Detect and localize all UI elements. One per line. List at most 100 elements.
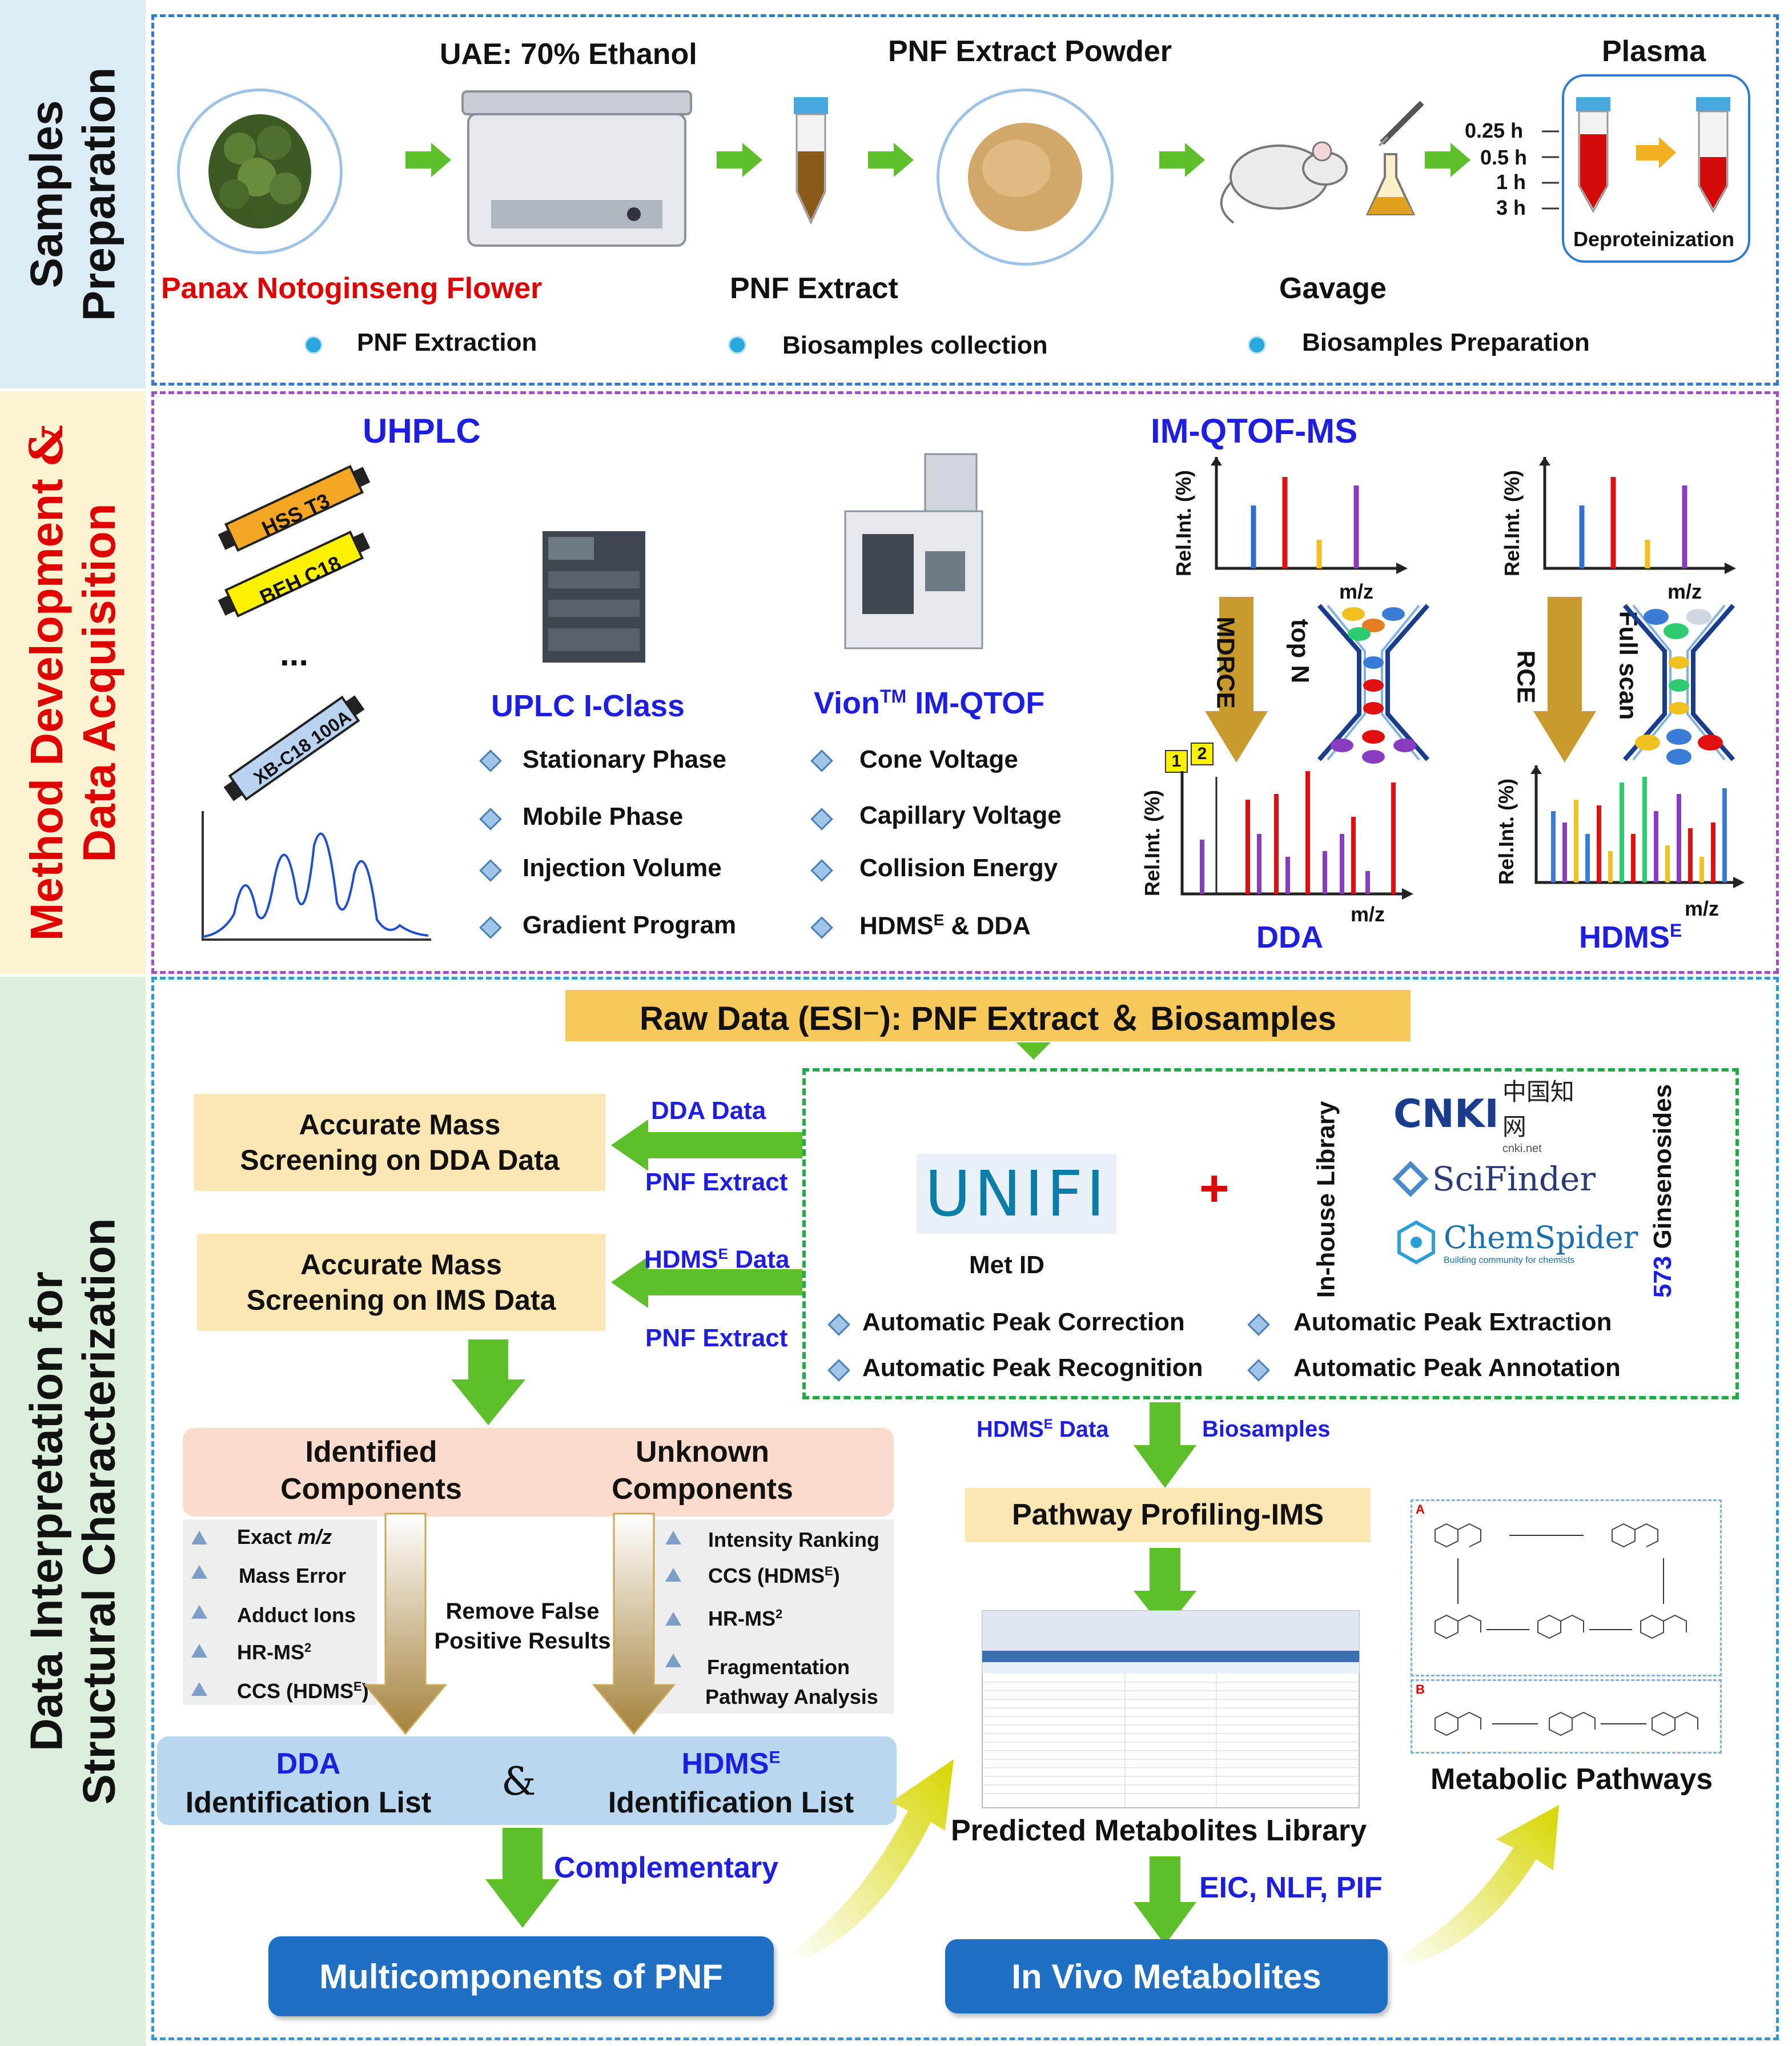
uplc-param: Stationary Phase: [523, 745, 727, 773]
ion-mobility-cell-right: [1622, 604, 1735, 765]
arrow-down-icon: [363, 1513, 448, 1735]
pathway-structures-icon: [1435, 1523, 1687, 1639]
raw-data-banner: Raw Data (ESI⁻): PNF Extract ＆ Biosample…: [565, 990, 1411, 1041]
identification-list-bar: [157, 1736, 897, 1825]
column-xb-c18-icon: [223, 695, 365, 801]
flower-label: Panax Notoginseng Flower: [161, 272, 543, 305]
time-point: 0.25 h: [1465, 119, 1524, 142]
criterion-hrms2: HR-MS2: [708, 1607, 783, 1630]
vion-title: VionTM IM-QTOF: [814, 686, 1045, 720]
powder-image-circle: [937, 89, 1114, 266]
imqtof-title: IM-QTOF-MS: [1151, 412, 1358, 450]
vion-param: Cone Voltage: [859, 745, 1018, 773]
extract-label: PNF Extract: [730, 272, 898, 305]
uplc-instrument-icon: [543, 531, 645, 663]
pnf-extract-label: PNF Extract: [645, 1168, 788, 1196]
arrow-right-icon: [1425, 143, 1470, 177]
identified-criteria-panel: [183, 1519, 377, 1705]
triangle-bullet-icon: [191, 1644, 207, 1658]
sidebar-title-line: Method Development: [21, 478, 73, 941]
multicomponents-button[interactable]: Multicomponents of PNF: [268, 1936, 774, 2016]
sidebar-title-line: Data Acquisition: [74, 503, 125, 862]
bullet-biosamples-preparation: Biosamples Preparation: [1302, 328, 1590, 356]
vion-param: Capillary Voltage: [859, 801, 1062, 829]
panel-method-development: [151, 391, 1779, 974]
triangle-bullet-icon: [191, 1565, 207, 1579]
uae-label: UAE: 70% Ethanol: [440, 38, 697, 71]
flower-image-circle: [177, 89, 343, 254]
deproteinization-label: Deproteinization: [1573, 227, 1735, 251]
mouse-icon: [1220, 141, 1348, 224]
pathway-image-a: A: [1411, 1499, 1722, 1676]
time-bracket: [1542, 130, 1559, 210]
sidebar-title-line: Structural Characterization: [73, 1218, 124, 1805]
spreadsheet-image: [982, 1610, 1360, 1808]
axis-label-x: m/z: [1351, 902, 1385, 926]
bullet-dot-icon: [728, 336, 746, 354]
hdmse-data-label: HDMSE Data: [977, 1417, 1109, 1442]
arrow-right-icon: [717, 143, 762, 177]
met-id-label: Met ID: [969, 1251, 1044, 1279]
axis-label-y: Rel.Int. (%): [1500, 470, 1524, 576]
auto-peak-extraction: Automatic Peak Extraction: [1293, 1308, 1612, 1336]
arrow-down-icon: [1134, 1856, 1196, 1945]
scifinder-icon: [1392, 1161, 1429, 1197]
arrow-down-icon: [1533, 597, 1596, 763]
uhplc-title: UHPLC: [363, 412, 481, 450]
in-vivo-metabolites-button[interactable]: In Vivo Metabolites: [945, 1939, 1388, 2013]
criterion-mass-error: Mass Error: [239, 1564, 347, 1587]
arrow-left-icon: [611, 1120, 802, 1171]
inhouse-library-label: In-house Library: [1312, 1101, 1340, 1298]
unknown-criteria-panel: [642, 1519, 894, 1714]
sidebar-ampersand: &: [19, 424, 74, 466]
triangle-bullet-icon: [665, 1531, 681, 1544]
triangle-bullet-icon: [191, 1682, 207, 1696]
arrow-right-icon: [1159, 143, 1205, 177]
pathway-profiling-box: Pathway Profiling-IMS: [965, 1488, 1371, 1542]
arrow-down-icon: [451, 1339, 525, 1425]
sidebar-title-line: Preparation: [73, 67, 124, 322]
criterion-ccs: CCS (HDMSE): [708, 1564, 840, 1587]
arrow-right-icon: [868, 143, 914, 177]
sidebar-samples-preparation: Samples Preparation: [0, 0, 146, 388]
curved-arrow-icon: [788, 1759, 954, 1959]
sidebar-data-interpretation: Data Interpretation for Structural Chara…: [0, 977, 146, 2046]
plasma-tube-icon: [1696, 97, 1730, 214]
ion-mobility-cell-left: [1317, 604, 1430, 764]
chemspider-icon: [1397, 1220, 1435, 1265]
time-point: 0.5 h: [1480, 146, 1528, 169]
triangle-bullet-icon: [665, 1568, 681, 1582]
criterion-pathway-analysis: Pathway Analysis: [705, 1685, 878, 1708]
vion-instrument-icon: [844, 453, 983, 649]
plus-icon: +: [1199, 1160, 1230, 1217]
bullet-dot-icon: [304, 336, 323, 354]
time-point: 1 h: [1496, 170, 1526, 194]
arrow-down-icon: [1134, 1402, 1196, 1488]
flask-icon: [1365, 153, 1416, 215]
curved-arrow-icon: [1393, 1805, 1559, 1965]
sidebar-title-line: Data Interpretation for: [21, 1271, 72, 1752]
bullet-dot-icon: [1248, 336, 1266, 354]
triangle-bullet-icon: [665, 1612, 681, 1626]
ampersand: &: [501, 1759, 536, 1804]
triangle-bullet-icon: [191, 1605, 207, 1619]
auto-peak-recognition: Automatic Peak Recognition: [862, 1354, 1203, 1382]
auto-peak-annotation: Automatic Peak Annotation: [1293, 1354, 1621, 1382]
ginsenosides-label: 573 Ginsenosides: [1649, 1084, 1677, 1298]
sidebar-method-development: Method Development & Data Acquisition: [0, 391, 146, 974]
triangle-bullet-icon: [665, 1654, 681, 1667]
column-hss-t3-icon: [218, 464, 371, 552]
uplc-title: UPLC I-Class: [491, 689, 685, 723]
bullet-biosamples-collection: Biosamples collection: [782, 331, 1048, 359]
hdmse-data-label: HDMSE Data: [644, 1245, 790, 1274]
pathway-structures-icon: [1435, 1711, 1698, 1736]
arrow-left-icon: [611, 1257, 802, 1308]
triangle-bullet-icon: [191, 1531, 207, 1544]
dda-label: DDA: [1256, 920, 1323, 954]
vion-param: Collision Energy: [859, 854, 1058, 882]
